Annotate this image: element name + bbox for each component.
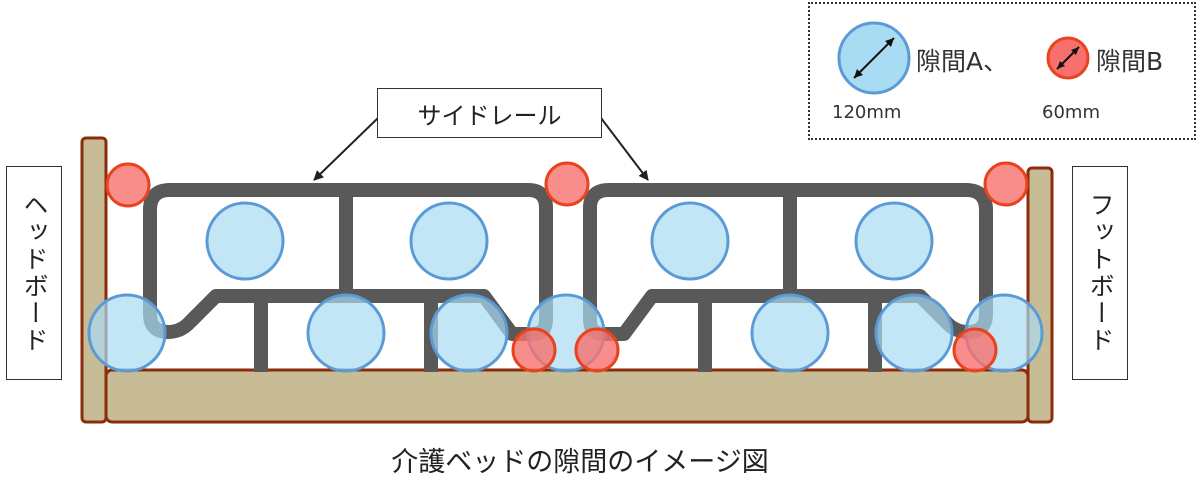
side-rail-label: サイドレール <box>377 88 602 138</box>
gap-a-circle <box>854 201 934 281</box>
mattress-base <box>104 368 1030 424</box>
gap-a-circle <box>87 293 167 373</box>
rail-arrow-right <box>600 117 649 181</box>
foot-board-label: フットボード <box>1072 166 1128 380</box>
legend-gap-a-size: 120mm <box>832 102 902 123</box>
gap-a-circle <box>650 201 730 281</box>
rail-arrow-left <box>313 117 379 181</box>
gap-a-circle <box>429 293 509 373</box>
gap-a-circle <box>874 293 954 373</box>
head-board-label: ヘッドボード <box>6 166 62 380</box>
legend-gap-a-symbol <box>837 21 911 95</box>
diagram-caption: 介護ベッドの隙間のイメージ図 <box>391 447 769 478</box>
foot-board-post <box>1026 166 1054 424</box>
gap-b-circle <box>574 327 620 373</box>
gap-b-circle <box>983 161 1029 207</box>
gap-b-circle <box>105 162 151 208</box>
legend-gap-b-label: 隙間B <box>1096 47 1164 76</box>
gap-b-circle <box>511 327 557 373</box>
head-board-post <box>80 136 108 424</box>
legend-gap-b-size: 60mm <box>1042 102 1100 123</box>
gap-a-circle <box>205 201 285 281</box>
legend-gap-b-symbol <box>1046 36 1090 80</box>
gap-a-circle <box>409 201 489 281</box>
gap-b-circle <box>544 161 590 207</box>
legend-box: 隙間A、 120mm 隙間B 60mm <box>808 2 1196 140</box>
gap-a-circle <box>306 293 386 373</box>
gap-a-circles <box>87 201 1044 373</box>
legend-gap-a-label: 隙間A、 <box>916 47 1009 76</box>
gap-b-circles <box>105 161 1029 373</box>
gap-b-circle <box>952 327 998 373</box>
gap-a-circle <box>750 293 830 373</box>
